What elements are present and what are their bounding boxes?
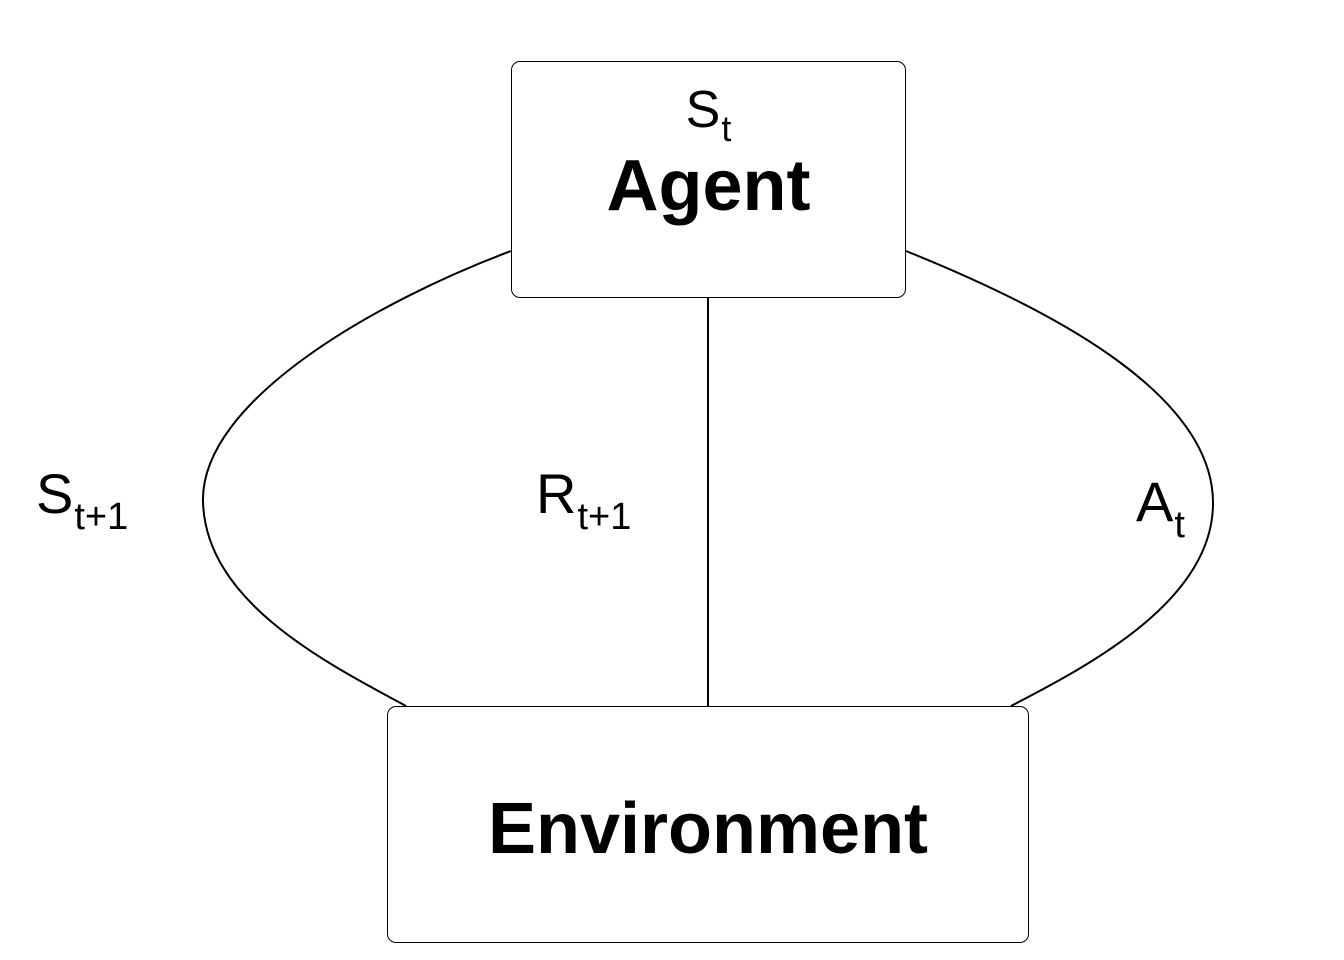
action-label: At [1136,474,1185,545]
reward-symbol: R [536,462,577,525]
agent-title: Agent [606,146,811,226]
next-state-subscript: t+1 [74,496,129,538]
next-state-edge [201,250,512,707]
action-symbol: A [1136,470,1174,533]
next-state-symbol: S [36,462,74,525]
agent-state-label: St [512,81,905,147]
action-subscript: t [1174,504,1185,546]
next-state-label: St+1 [36,466,128,537]
agent-node: St Agent [511,61,906,298]
agent-state-subscript: t [721,108,732,149]
environment-title: Environment [487,789,929,869]
action-edge [905,250,1215,707]
environment-node: Environment [387,706,1029,943]
reward-subscript: t+1 [577,496,632,538]
agent-state-symbol: S [685,81,721,139]
reward-label: Rt+1 [536,466,631,537]
